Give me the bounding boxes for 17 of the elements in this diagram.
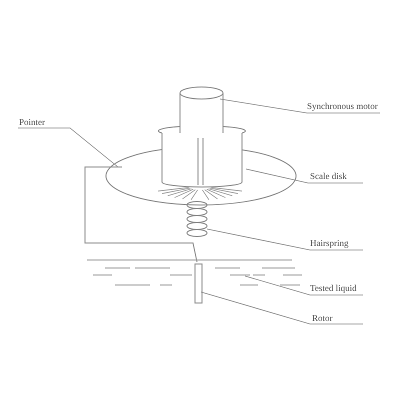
part-label: Tested liquid: [310, 283, 357, 293]
part-label: Pointer: [19, 117, 45, 127]
liquid-surface-lines: [86, 260, 302, 286]
leader-line: [220, 98, 380, 114]
leader-line: [206, 228, 364, 250]
scale-disk: [106, 149, 296, 206]
leader-line: [244, 276, 364, 296]
motor-cylinder: [180, 86, 224, 134]
part-label: Rotor: [312, 313, 333, 323]
leader-line: [246, 168, 364, 184]
part-label: Synchronous motor: [307, 101, 378, 111]
part-label: Hairspring: [310, 238, 348, 248]
part-label: Scale disk: [310, 171, 347, 181]
leader-line: [18, 128, 118, 168]
rotor-bar: [194, 264, 202, 304]
hairspring-coil: [186, 201, 208, 237]
leader-line: [200, 292, 364, 324]
